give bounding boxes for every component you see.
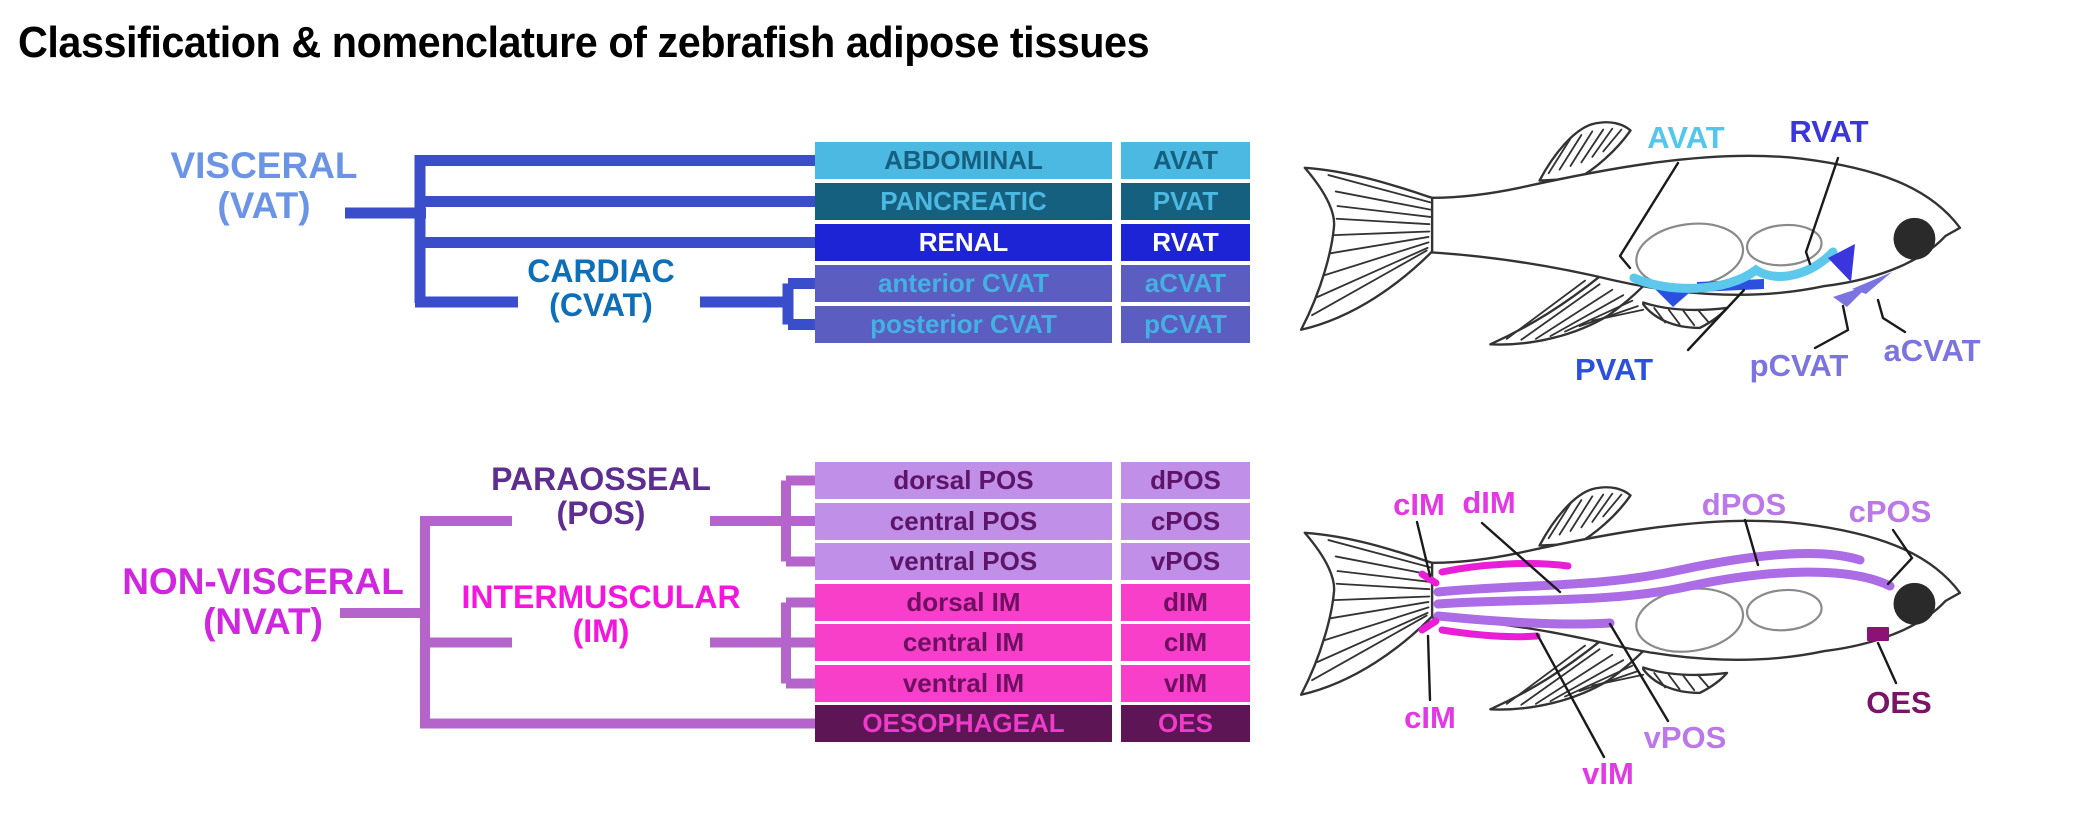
nvat-row-abbr: dIM (1121, 584, 1250, 621)
cardiac-label: CARDIAC (CVAT) (470, 253, 732, 324)
vat-row-name: ABDOMINAL (815, 142, 1112, 179)
fish-label-dpos: dPOS (1701, 487, 1787, 522)
vim-stripe (1438, 626, 1541, 641)
fish-label-pcvat: pCVAT (1749, 348, 1849, 383)
dpos-stripe (1433, 548, 1865, 597)
nvat-row-abbr: OES (1121, 705, 1250, 742)
rvat-patch (1828, 244, 1855, 282)
fish-label-vim: vIM (1582, 756, 1634, 791)
nvat-tree-lines (340, 475, 816, 729)
vat-row-name: posterior CVAT (815, 306, 1112, 343)
nvat-row-abbr: cIM (1121, 624, 1250, 661)
avat-patch (1629, 247, 1838, 293)
non-visceral-label: NON-VISCERAL (NVAT) (85, 562, 441, 641)
pcvat-patch (1833, 285, 1869, 307)
paraosseal-label: PARAOSSEAL (POS) (470, 461, 732, 532)
nvat-row-name: central IM (815, 624, 1112, 661)
vat-depot-patches (1629, 244, 1892, 307)
cardiac-label-line1: CARDIAC (527, 253, 675, 289)
cpos-stripe (1433, 567, 1895, 609)
nvat-row-name: OESOPHAGEAL (815, 705, 1112, 742)
nvat-row-name: dorsal POS (815, 462, 1112, 499)
nvat-row-abbr: dPOS (1121, 462, 1250, 499)
vat-row-abbr: RVAT (1121, 224, 1250, 261)
vat-row-abbr: PVAT (1121, 183, 1250, 220)
intermuscular-label-line2: (IM) (572, 613, 630, 650)
visceral-label-line1: VISCERAL (170, 145, 358, 186)
vat-row-name: anterior CVAT (815, 265, 1112, 302)
oes-patch (1867, 627, 1889, 641)
vat-row-abbr: aCVAT (1121, 265, 1250, 302)
paraosseal-label-line1: PARAOSSEAL (491, 461, 711, 497)
vat-callout-lines (1618, 156, 1907, 352)
nvat-depot-stripes (1418, 548, 1895, 641)
fish-label-oes: OES (1866, 685, 1932, 720)
nvat-row-name: ventral POS (815, 543, 1112, 580)
intermuscular-label: INTERMUSCULAR (IM) (440, 579, 762, 650)
fish-label-rvat: RVAT (1789, 114, 1869, 149)
fish-label-avat: AVAT (1647, 120, 1725, 155)
nvat-row-name: dorsal IM (815, 584, 1112, 621)
cim-dash-bottom (1418, 617, 1440, 634)
fish-label-pvat: PVAT (1574, 352, 1654, 387)
nvat-row-name: central POS (815, 503, 1112, 540)
fish-label-acvat: aCVAT (1883, 333, 1981, 368)
fish-label-cim-bottom: cIM (1404, 700, 1456, 735)
fish-vat-illustration (1299, 121, 1962, 352)
nvat-callout-lines (1415, 518, 1914, 759)
visceral-label: VISCERAL (VAT) (118, 146, 410, 225)
fish-nvat-illustration (1299, 486, 1962, 759)
paraosseal-label-line2: (POS) (556, 495, 646, 532)
nvat-row-name: ventral IM (815, 665, 1112, 702)
figure-title: Classification & nomenclature of zebrafi… (18, 18, 1150, 67)
non-visceral-label-line1: NON-VISCERAL (122, 561, 404, 602)
fish-label-vpos: vPOS (1643, 720, 1727, 755)
nvat-row-abbr: vPOS (1121, 543, 1250, 580)
vat-row-abbr: pCVAT (1121, 306, 1250, 343)
vpos-stripe (1433, 611, 1615, 629)
cardiac-label-line2: (CVAT) (549, 287, 653, 324)
fish-label-dim: dIM (1462, 485, 1516, 520)
vat-tree-lines (345, 155, 816, 330)
vat-row-abbr: AVAT (1121, 142, 1250, 179)
fish-label-cpos: cPOS (1848, 494, 1932, 529)
vat-row-name: RENAL (815, 224, 1112, 261)
cim-dash-top (1418, 570, 1440, 587)
fish-label-cim-top: cIM (1393, 487, 1445, 522)
dim-stripe (1438, 560, 1572, 576)
visceral-label-line2: (VAT) (217, 184, 311, 226)
nvat-row-abbr: cPOS (1121, 503, 1250, 540)
vat-row-name: PANCREATIC (815, 183, 1112, 220)
intermuscular-label-line1: INTERMUSCULAR (461, 579, 741, 615)
non-visceral-label-line2: (NVAT) (203, 600, 323, 642)
nvat-row-abbr: vIM (1121, 665, 1250, 702)
